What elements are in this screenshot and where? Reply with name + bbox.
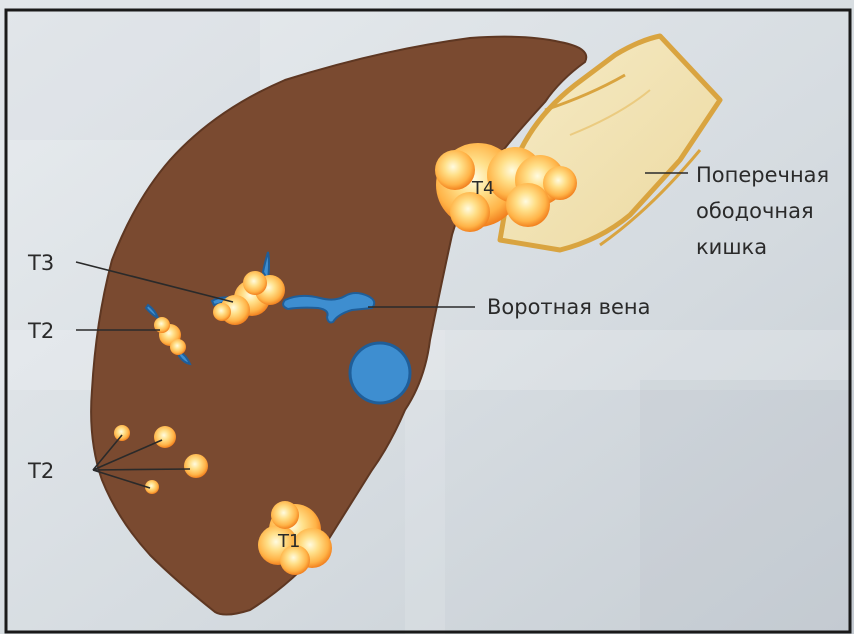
- label-portal-vein: Воротная вена: [487, 295, 650, 319]
- leader-t2-c: [93, 469, 190, 470]
- label-t2-upper: T2: [27, 319, 54, 343]
- vena-cava-circle: [350, 343, 410, 403]
- label-colon-line3: кишка: [696, 235, 767, 259]
- label-t3: T3: [27, 251, 54, 275]
- label-colon-line1: Поперечная: [696, 163, 829, 187]
- label-t2-lower: T2: [27, 459, 54, 483]
- label-t4: T4: [471, 178, 494, 199]
- label-t1: T1: [277, 531, 300, 552]
- label-colon-line2: ободочная: [696, 199, 814, 223]
